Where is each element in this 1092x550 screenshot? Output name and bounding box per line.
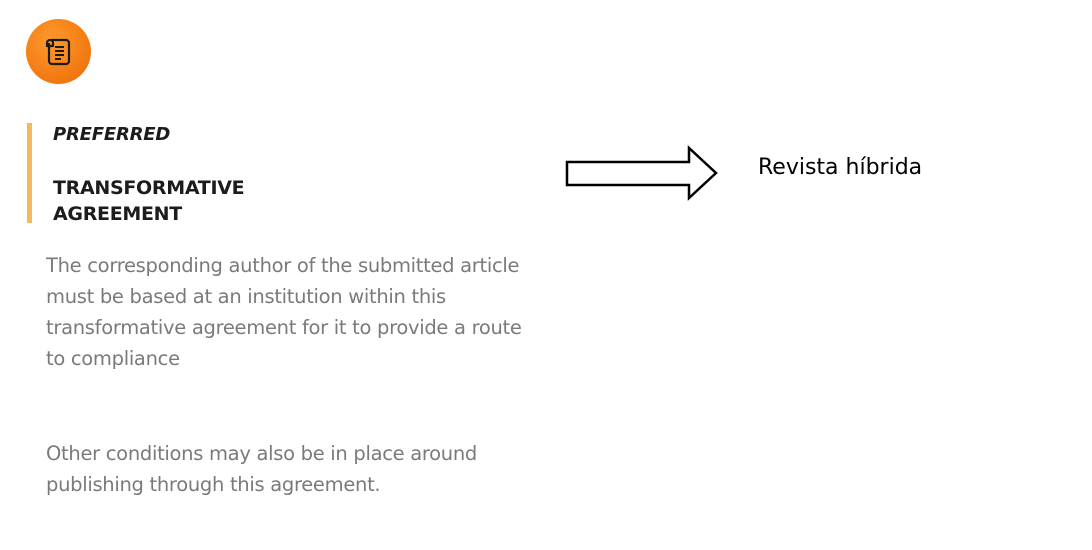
agreement-title: TRANSFORMATIVE AGREEMENT <box>53 177 245 225</box>
accent-bar <box>27 123 32 223</box>
annotation-label: Revista híbrida <box>758 155 923 180</box>
agreement-description: The corresponding author of the submitte… <box>46 254 522 370</box>
agreement-badge-icon <box>26 19 91 84</box>
right-arrow-icon <box>565 145 718 201</box>
agreement-note: Other conditions may also be in place ar… <box>46 442 477 496</box>
status-label: PREFERRED <box>53 124 171 145</box>
scroll-document-icon <box>45 38 70 65</box>
